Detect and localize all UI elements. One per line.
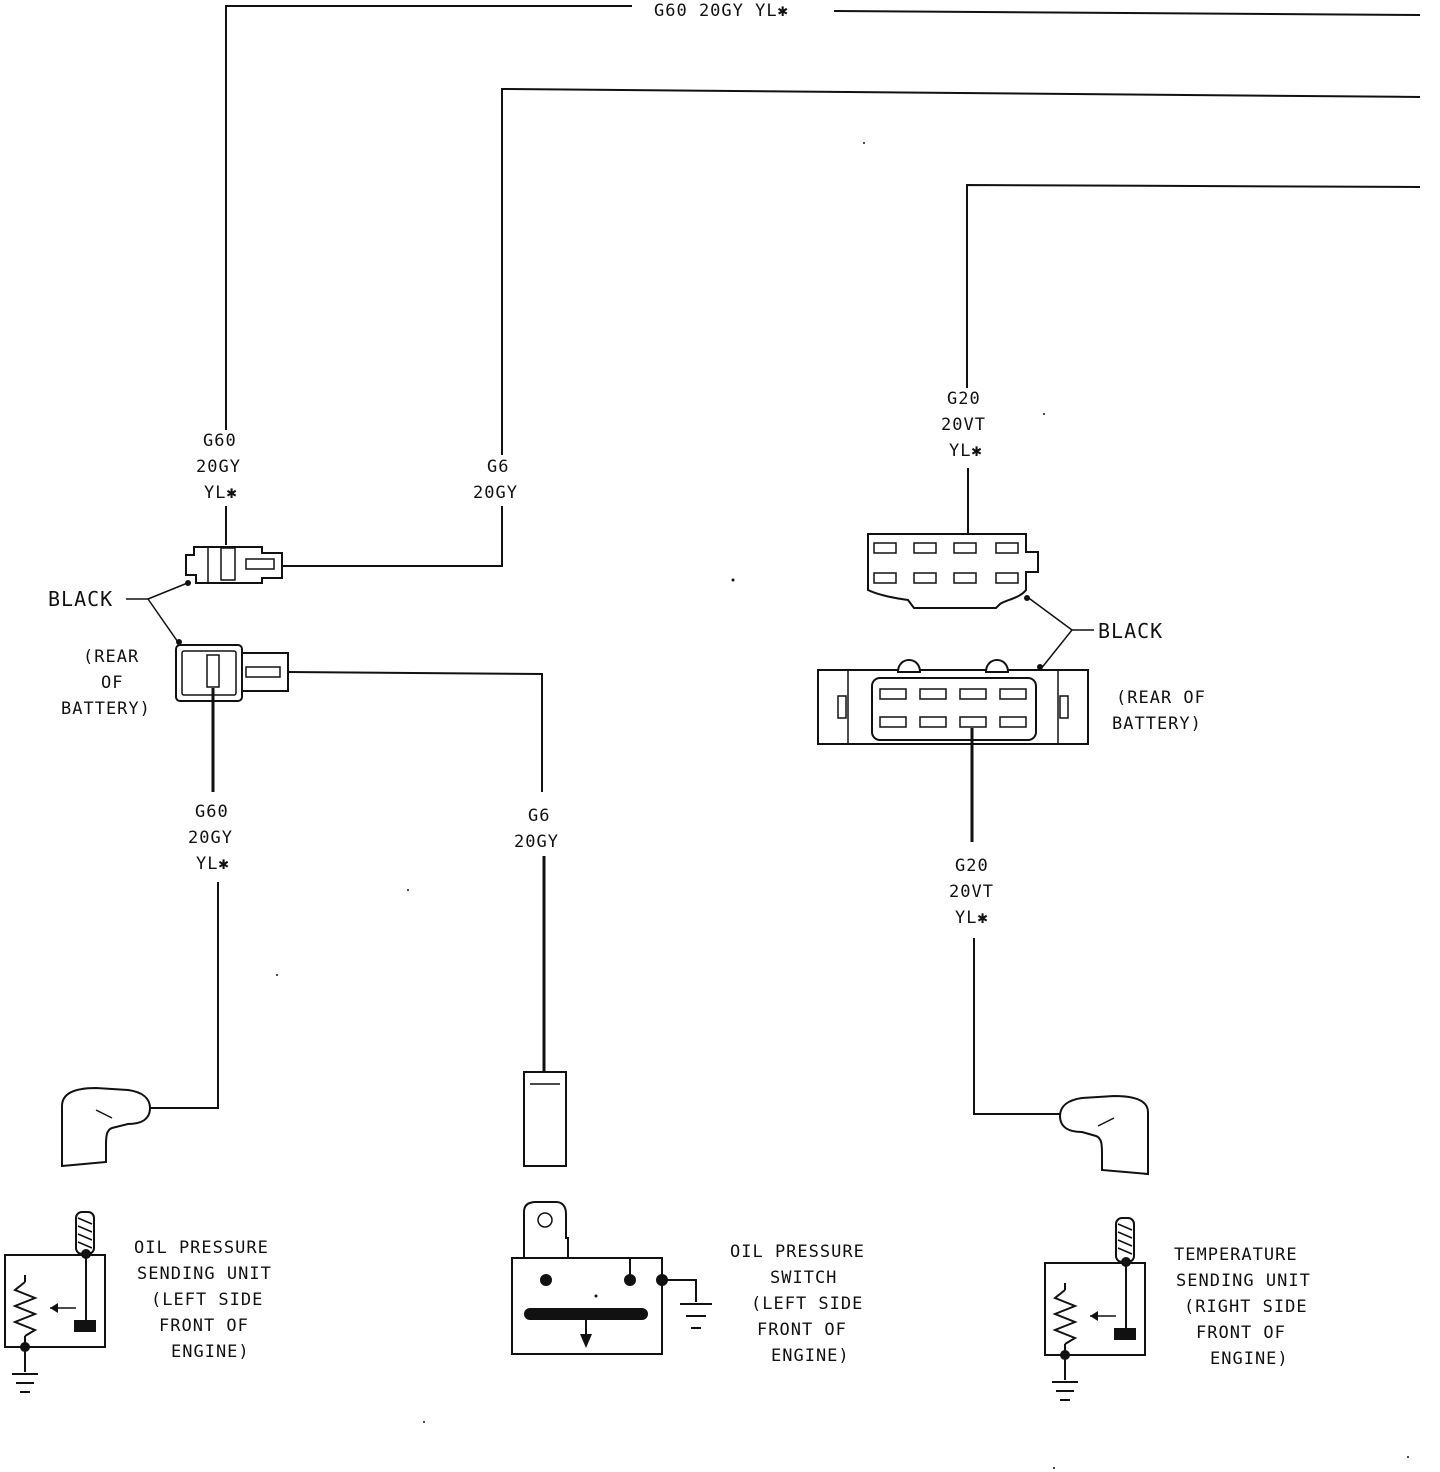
wire-g60-top: G60 20GY YL✱ xyxy=(225,1,1421,430)
svg-text:20VT: 20VT xyxy=(949,882,994,902)
label-g6-upper-left: G6 20GY xyxy=(473,457,518,503)
svg-text:SWITCH: SWITCH xyxy=(770,1268,837,1288)
label-g60-upper-left: G60 20GY YL✱ xyxy=(196,431,241,503)
svg-text:G60: G60 xyxy=(203,431,237,451)
svg-text:OF: OF xyxy=(101,673,123,693)
svg-text:YL✱: YL✱ xyxy=(196,854,230,874)
svg-text:FRONT OF: FRONT OF xyxy=(1196,1323,1286,1343)
right-connector-lower xyxy=(817,659,1089,745)
wire-g6-top xyxy=(501,87,1421,455)
right-black-callout: BLACK xyxy=(1024,595,1163,671)
temperature-sending-unit-label: TEMPERATURE SENDING UNIT (RIGHT SIDE FRO… xyxy=(1174,1245,1311,1369)
svg-text:G60: G60 xyxy=(195,802,229,822)
svg-text:BATTERY): BATTERY) xyxy=(1112,714,1202,734)
svg-text:OIL PRESSURE: OIL PRESSURE xyxy=(730,1242,865,1262)
left-rear-of-battery: (REAR OF BATTERY) xyxy=(61,647,151,719)
svg-text:FRONT OF: FRONT OF xyxy=(757,1320,847,1340)
switch-terminal xyxy=(523,1071,567,1167)
oil-pressure-sending-unit-label: OIL PRESSURE SENDING UNIT (LEFT SIDE FRO… xyxy=(134,1238,272,1362)
svg-text:20GY: 20GY xyxy=(196,457,241,477)
left-connector-upper xyxy=(185,546,283,584)
wire-g20-top xyxy=(966,183,1421,388)
svg-text:ENGINE): ENGINE) xyxy=(1210,1349,1289,1369)
boot-temperature-sending xyxy=(1058,1094,1149,1176)
temperature-sending-unit-symbol xyxy=(1044,1217,1146,1401)
svg-text:YL✱: YL✱ xyxy=(955,908,989,928)
scan-specks xyxy=(276,142,1409,1469)
oil-pressure-sending-unit-symbol xyxy=(4,1211,106,1393)
svg-text:SENDING UNIT: SENDING UNIT xyxy=(137,1264,272,1284)
svg-text:FRONT OF: FRONT OF xyxy=(159,1316,249,1336)
label-g20-lower-right: G20 20VT YL✱ xyxy=(949,856,994,928)
svg-text:(REAR: (REAR xyxy=(83,647,139,667)
svg-text:20GY: 20GY xyxy=(514,832,559,852)
svg-text:G20: G20 xyxy=(947,389,981,409)
svg-text:OIL PRESSURE: OIL PRESSURE xyxy=(134,1238,269,1258)
svg-text:20GY: 20GY xyxy=(473,483,518,503)
left-connector-lower xyxy=(175,644,289,702)
boot-oil-sending xyxy=(61,1086,152,1168)
svg-text:G20: G20 xyxy=(955,856,989,876)
svg-text:(LEFT SIDE: (LEFT SIDE xyxy=(751,1294,863,1314)
right-connector-upper xyxy=(867,533,1039,609)
top-wire-label: G60 20GY YL✱ xyxy=(654,1,789,21)
svg-text:(LEFT SIDE: (LEFT SIDE xyxy=(151,1290,263,1310)
label-g6-lower-left: G6 20GY xyxy=(514,806,559,852)
svg-text:G6: G6 xyxy=(487,457,509,477)
svg-text:G6: G6 xyxy=(528,806,550,826)
svg-text:YL✱: YL✱ xyxy=(949,441,983,461)
svg-text:ENGINE): ENGINE) xyxy=(771,1346,850,1366)
svg-text:BATTERY): BATTERY) xyxy=(61,699,151,719)
oil-pressure-switch-label: OIL PRESSURE SWITCH (LEFT SIDE FRONT OF … xyxy=(730,1242,865,1366)
svg-text:TEMPERATURE: TEMPERATURE xyxy=(1174,1245,1298,1265)
left-black-callout: BLACK xyxy=(48,580,191,646)
svg-text:ENGINE): ENGINE) xyxy=(171,1342,250,1362)
svg-text:20VT: 20VT xyxy=(941,415,986,435)
svg-text:(REAR OF: (REAR OF xyxy=(1116,688,1206,708)
label-g20-upper-right: G20 20VT YL✱ xyxy=(941,389,986,461)
left-black-label: BLACK xyxy=(48,587,113,611)
svg-text:YL✱: YL✱ xyxy=(204,483,238,503)
oil-pressure-switch-symbol xyxy=(511,1201,712,1355)
label-g60-lower-left: G60 20GY YL✱ xyxy=(188,802,233,874)
right-rear-of-battery: (REAR OF BATTERY) xyxy=(1112,688,1206,734)
right-black-label: BLACK xyxy=(1098,619,1163,643)
svg-text:SENDING UNIT: SENDING UNIT xyxy=(1176,1271,1311,1291)
svg-text:20GY: 20GY xyxy=(188,828,233,848)
svg-text:(RIGHT SIDE: (RIGHT SIDE xyxy=(1184,1297,1308,1317)
